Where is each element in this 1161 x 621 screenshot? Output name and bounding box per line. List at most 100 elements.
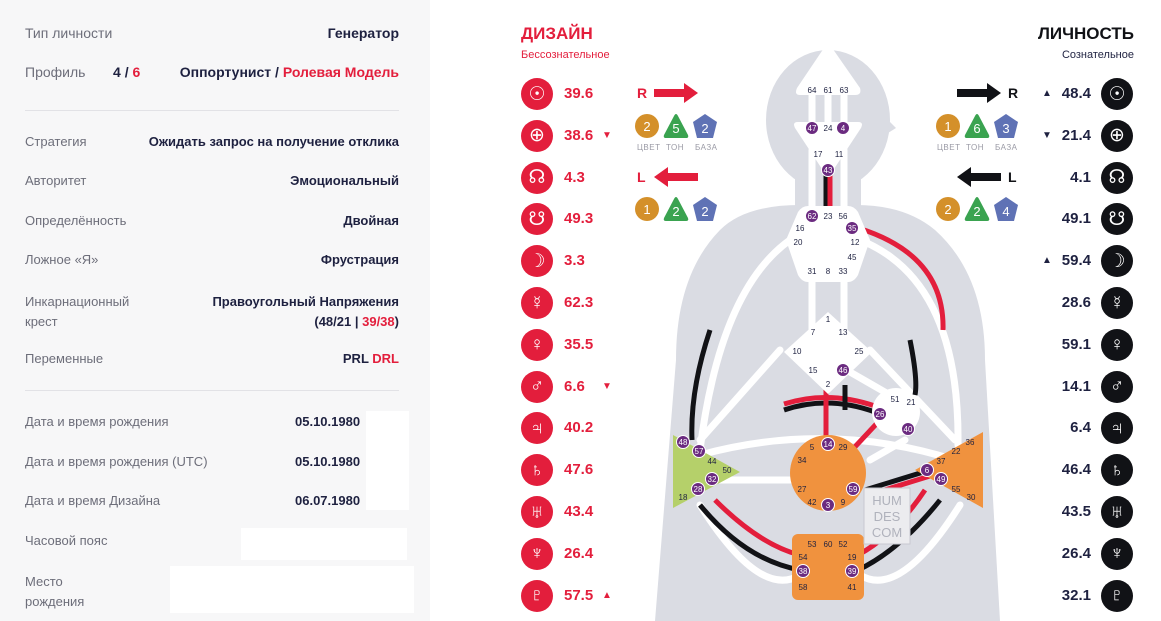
profile-name: Оппортунист / Ролевая Модель [180,64,399,80]
gate-number: 29 [839,443,848,452]
gate-number: 31 [808,267,817,276]
channel-35-36 [857,225,946,331]
personality-planet-value: 48.4 [1061,85,1091,102]
design-planet-mark: ▼ [602,129,612,141]
gate-number: 42 [808,498,817,507]
gate-number: 17 [814,150,823,159]
gate-ajna-4: 4 [836,121,850,135]
definition-label: Определённость [25,213,127,228]
gate-number: 36 [966,438,975,447]
tone-badge: 6 [964,114,990,138]
personality-planet-value: 59.1 [1061,335,1091,353]
design-subtitle: Бессознательное [521,49,610,61]
gate-number: 20 [794,238,803,247]
gate-ego-51: 51 [891,395,900,404]
badge-value: 2 [672,204,679,219]
profile-name-2: Ролевая Модель [282,64,399,80]
moon-icon: ☽ [1101,245,1133,278]
gate-number: 2 [826,380,831,389]
definition-value: Двойная [343,213,399,228]
cross-name: Правоугольный Напряжения [212,294,399,309]
gate-number: 19 [848,553,857,562]
cross-gates: (48/21 | 39/38) [314,314,399,329]
gate-number: 11 [835,150,844,159]
design-planet-value: 26.4 [564,544,594,562]
personality-top-arrow-icon [957,83,1001,103]
gate-sacral-5: 5 [810,443,815,452]
personality-top-letter: R [1008,85,1019,101]
gate-number: 62 [808,212,817,221]
gate-spleen-18: 18 [679,493,688,502]
mercury-icon: ☿ [1101,287,1133,319]
gate-ego-40: 40 [901,422,915,436]
badge-value: 2 [973,204,980,219]
gate-throat-16: 16 [796,224,805,233]
profile-numbers: 4 / 6 [113,64,140,80]
gate-number: 25 [855,347,864,356]
gate-number: 43 [824,166,833,175]
earth-icon: ⊕ [521,119,553,152]
variables-label: Переменные [25,351,104,366]
authority-label: Авторитет [25,173,87,188]
gate-number: 27 [798,485,807,494]
strategy-value: Ожидать запрос на получение отклика [148,134,399,149]
personality-planet-value: 28.6 [1061,294,1091,311]
gate-number: 49 [937,475,946,484]
badge-value: 6 [973,121,980,136]
cross-close: ) [394,314,399,329]
color-badge: 2 [936,197,960,221]
birth-date-value: 05.10.1980 [295,414,361,429]
gate-number: 55 [952,485,961,494]
south-node-icon: ☋ [1101,203,1133,236]
design-planet-value: 62.3 [564,294,594,311]
gate-number: 40 [904,425,913,434]
gate-number: 8 [826,267,831,276]
watermark-line2: DES [874,509,901,524]
gate-number: 34 [798,456,807,465]
channel-26-44 [783,400,876,415]
personality-bottom-letter: L [1008,169,1017,185]
design-planet-value: 43.4 [564,503,594,520]
gate-number: 10 [793,347,802,356]
gate-spleen-48: 48 [676,435,690,449]
personality-planet-mark: ▼ [1042,129,1052,141]
g-center [784,312,872,394]
earth-icon: ⊕ [1101,119,1133,152]
profile-name-1: Оппортунист [179,64,272,80]
badge-value: 1 [944,119,951,134]
gate-g-25: 25 [855,347,864,356]
gate-throat-31: 31 [808,267,817,276]
profile-name-slash: / [271,64,283,80]
gate-solar-6: 6 [920,463,934,477]
gate-number: 37 [937,457,946,466]
gate-sacral-14: 14 [821,437,835,451]
badge-value: 2 [701,121,708,136]
head-center [796,42,861,95]
gate-number: 1 [826,315,831,324]
not-self-label: Ложное «Я» [25,252,99,267]
redacted-time [366,411,409,510]
gate-number: 3 [826,501,831,510]
gate-g-1: 1 [826,315,831,324]
type-value: Генератор [327,25,399,41]
gate-number: 50 [723,466,732,475]
gate-number: 13 [839,328,848,337]
cross-gates-a: 48/21 [318,314,352,329]
gate-number: 22 [952,447,961,456]
mercury-icon: ☿ [521,287,553,319]
birthplace-label-line2: рождения [25,594,85,609]
authority-value: Эмоциональный [290,173,399,188]
north-node-icon: ☊ [521,161,553,194]
gate-spleen-50: 50 [723,466,732,475]
personality-planet-mark: ▲ [1042,255,1052,267]
mars-icon: ♂ [521,370,553,403]
gate-number: 12 [851,238,860,247]
cross-label: Инкарнационный крест [25,292,129,332]
gate-number: 47 [808,124,817,133]
gate-ajna-11: 11 [835,150,844,159]
personality-planet-value: 6.4 [1070,419,1091,437]
variables-value-b: DRL [372,351,399,366]
design-planet-mark: ▼ [602,380,612,392]
birth-utc-label: Дата и время рождения (UTC) [25,454,208,469]
personality-planet-value: 59.4 [1061,252,1091,270]
